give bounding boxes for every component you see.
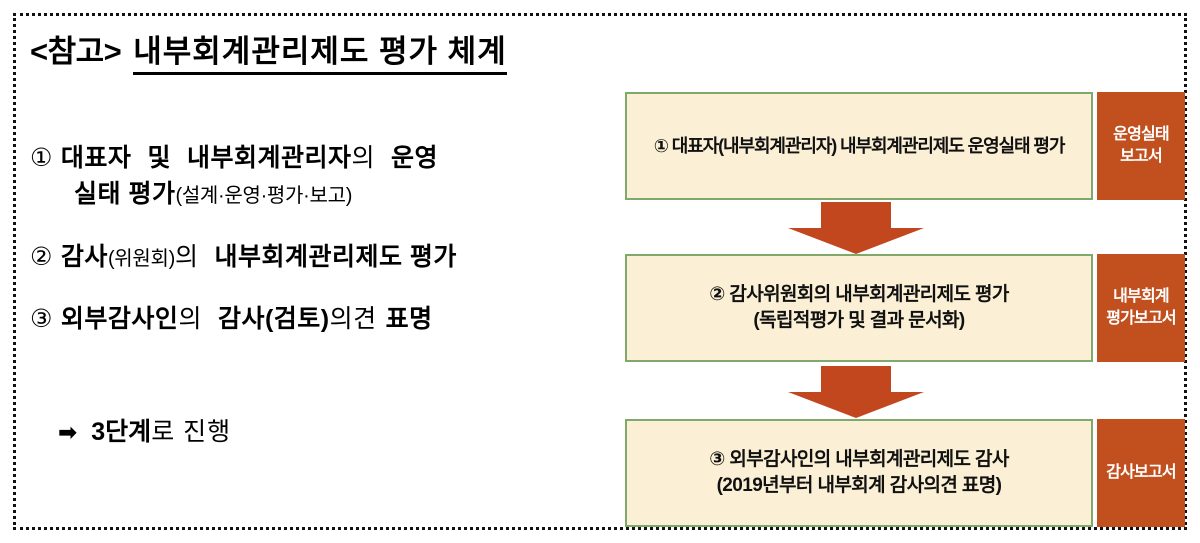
- conclusion-row: ➡ 3단계로 진행: [30, 412, 231, 448]
- flow-step-1-box-text: ① 대표자(내부회계관리자) 내부회계관리제도 운영실태 평가: [653, 134, 1066, 158]
- title-prefix-label: <참고>: [30, 34, 122, 69]
- list-item-3-text-c: 의견: [329, 304, 377, 333]
- list-item-3-text-d: 표명: [385, 304, 433, 333]
- list-item-1-particle: 의: [351, 144, 375, 172]
- list-item-3-marker: ③: [30, 304, 53, 333]
- list-item-1-parenthetical: (설계·운영·평가·보고): [175, 185, 353, 208]
- flow-step-3-tag-line-1: 감사보고서: [1106, 464, 1176, 482]
- list-item-2-text-a: 감사: [60, 242, 108, 271]
- flow-step-3-box-text: ③ 외부감사인의 내부회계관리제도 감사 (2019년부터 내부회계 감사의견 …: [709, 447, 1009, 498]
- flow-step-2-tag-line-2: 평가보고서: [1106, 310, 1176, 327]
- flow-step-2-tag-text: 내부회계 평가보고서: [1106, 286, 1176, 329]
- flow-step-2-line-1: ② 감사위원회의 내부회계관리제도 평가: [709, 284, 1009, 306]
- list-item-2-parenthetical: (위원회): [107, 247, 175, 270]
- flow-step-2: ② 감사위원회의 내부회계관리제도 평가 (독립적평가 및 결과 문서화) 내부…: [625, 254, 1185, 362]
- conclusion-text: 로 진행: [151, 418, 232, 446]
- page-title: <참고> 내부회계관리제도 평가 체계: [30, 26, 507, 75]
- down-arrow-icon-1: [788, 202, 924, 254]
- list-item-1-line-2: 실태 평가(설계·운영·평가·보고): [30, 176, 610, 212]
- flow-step-2-tag-line-1: 내부회계: [1113, 288, 1169, 306]
- flow-step-2-box: ② 감사위원회의 내부회계관리제도 평가 (독립적평가 및 결과 문서화): [625, 254, 1093, 362]
- list-item-2-text-b: 내부회계관리제도 평가: [214, 242, 457, 271]
- flow-step-1-tag-text: 운영실태 보고서: [1113, 124, 1169, 167]
- figure-outer-frame: [13, 13, 1187, 530]
- flow-step-1-tag: 운영실태 보고서: [1097, 92, 1185, 200]
- list-item-3-text-a: 외부감사인: [60, 304, 179, 333]
- flow-step-1-tag-line-1: 운영실태: [1113, 126, 1169, 144]
- list-item-1-text-a: 대표자: [60, 144, 132, 172]
- flow-step-3: ③ 외부감사인의 내부회계관리제도 감사 (2019년부터 내부회계 감사의견 …: [625, 419, 1185, 527]
- list-item-1-text-c: 내부회계관리자: [186, 144, 352, 172]
- flow-step-2-line-2: (독립적평가 및 결과 문서화): [753, 310, 965, 331]
- flow-step-3-tag-text: 감사보고서: [1106, 462, 1176, 484]
- conclusion-emphasis: 3단계: [91, 418, 152, 446]
- list-item-1-text-d: 운영: [390, 144, 438, 172]
- list-item-1-marker: ①: [30, 144, 53, 172]
- flow-step-2-box-text: ② 감사위원회의 내부회계관리제도 평가 (독립적평가 및 결과 문서화): [709, 282, 1009, 333]
- list-item-1-text-e: 실태 평가: [74, 180, 176, 209]
- flow-step-1-line-1: ① 대표자(내부회계관리자) 내부회계관리제도 운영실태 평가: [653, 135, 1066, 156]
- list-item-3-text-b: 감사(검토): [217, 304, 330, 333]
- flow-step-3-line-1: ③ 외부감사인의 내부회계관리제도 감사: [709, 449, 1009, 471]
- flow-step-1-tag-line-2: 보고서: [1120, 148, 1163, 165]
- list-item-2-marker: ②: [30, 242, 53, 271]
- flow-step-3-line-2: (2019년부터 내부회계 감사의견 표명): [716, 475, 1002, 496]
- list-item-2-particle: 의: [174, 242, 199, 271]
- flow-step-3-tag: 감사보고서: [1097, 419, 1185, 527]
- flow-diagram: ① 대표자(내부회계관리자) 내부회계관리제도 운영실태 평가 운영실태 보고서…: [625, 90, 1185, 530]
- down-arrow-icon-2: [788, 366, 924, 418]
- flow-step-1: ① 대표자(내부회계관리자) 내부회계관리제도 운영실태 평가 운영실태 보고서: [625, 92, 1185, 200]
- list-item-3-particle: 의: [178, 304, 202, 333]
- right-arrow-icon: ➡: [58, 419, 78, 445]
- list-item-1-text-b: 및: [147, 144, 171, 172]
- title-main-label: 내부회계관리제도 평가 체계: [133, 26, 507, 75]
- flow-step-2-tag: 내부회계 평가보고서: [1097, 254, 1185, 362]
- flow-step-1-box: ① 대표자(내부회계관리자) 내부회계관리제도 운영실태 평가: [625, 92, 1093, 200]
- flow-step-3-box: ③ 외부감사인의 내부회계관리제도 감사 (2019년부터 내부회계 감사의견 …: [625, 419, 1093, 527]
